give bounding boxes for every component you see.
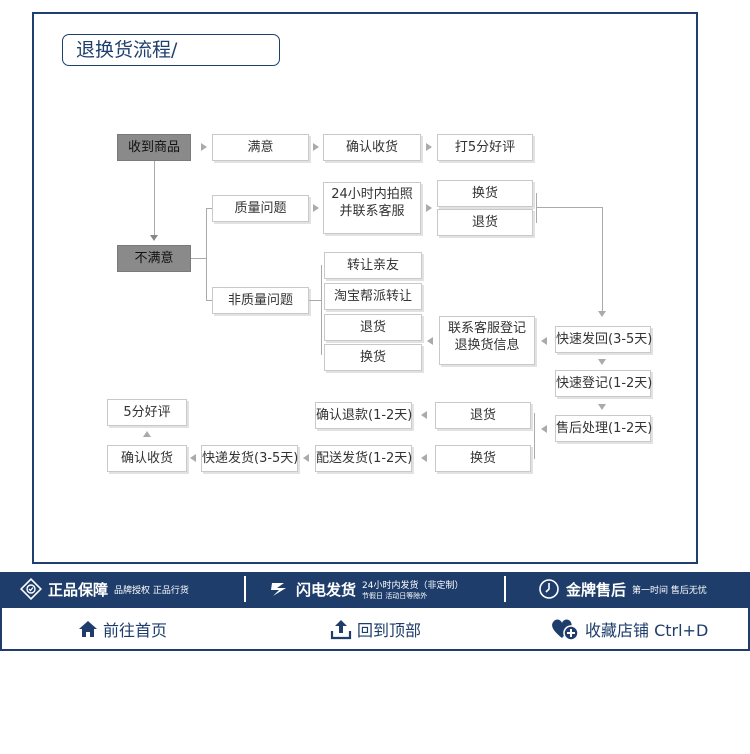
- guarantee-item-aftersale: 金牌售后 第一时间 售后无忧: [538, 572, 707, 606]
- photo-contact-line1: 24小时内拍照: [331, 187, 413, 202]
- connector: [191, 258, 207, 259]
- photo-contact-line2: 并联系客服: [339, 204, 405, 219]
- nav-home-link[interactable]: 前往首页: [78, 608, 167, 649]
- nav-favorite-link[interactable]: 收藏店铺 Ctrl+D: [550, 608, 708, 649]
- connector: [206, 300, 212, 301]
- bar-divider: [244, 576, 246, 602]
- lightning-icon: [271, 583, 286, 596]
- guarantee-item-shipping: 闪电发货 24小时内发货（非定制） 节假日 活动日等除外: [268, 572, 463, 606]
- arrow-right: [313, 143, 319, 151]
- bar-divider: [504, 576, 506, 602]
- connector: [534, 413, 535, 459]
- confirm-refund-box: 确认退款(1-2天): [315, 402, 412, 429]
- guarantee-sub-shipping-line1: 24小时内发货（非定制）: [362, 580, 464, 591]
- nav-top-link[interactable]: 回到顶部: [330, 608, 421, 649]
- connector: [536, 207, 603, 208]
- connector: [309, 300, 321, 301]
- guarantee-bar: 正品保障 品牌授权 正品行货 闪电发货 24小时内发货（非定制） 节假日 活动日…: [0, 572, 750, 606]
- confirm-receipt-box: 确认收货: [323, 134, 421, 161]
- shield-badge-icon: [20, 578, 42, 600]
- connector: [206, 208, 212, 209]
- nav-top-label: 回到顶部: [357, 620, 422, 640]
- heart-plus-icon: [552, 619, 579, 641]
- taobao-transfer-box: 淘宝帮派转让: [324, 283, 422, 310]
- arrow-left: [421, 411, 427, 419]
- received-box: 收到商品: [117, 134, 191, 161]
- arrow-down: [150, 235, 158, 241]
- return2-box: 退货: [324, 314, 422, 341]
- exchange-box: 换货: [437, 180, 533, 207]
- guarantee-sub-aftersale: 第一时间 售后无忧: [632, 585, 707, 596]
- guarantee-sub-shipping: 24小时内发货（非定制） 节假日 活动日等除外: [362, 578, 463, 601]
- nav-home-label: 前往首页: [103, 620, 168, 640]
- arrow-left: [541, 337, 547, 345]
- quality-issue-box: 质量问题: [212, 195, 309, 222]
- return3-box: 退货: [435, 402, 531, 429]
- satisfied-box: 满意: [212, 134, 309, 161]
- upload-top-icon: [330, 619, 352, 639]
- arrow-left: [421, 454, 427, 462]
- connector: [536, 193, 537, 223]
- page-title: 退换货流程/: [62, 34, 280, 66]
- arrow-right: [426, 204, 432, 212]
- arrow-up: [143, 431, 151, 437]
- guarantee-sub-authentic: 品牌授权 正品行货: [114, 585, 189, 596]
- connector: [154, 161, 155, 236]
- express-ship-box: 快递发货(3-5天): [201, 445, 298, 472]
- exchange3-box: 换货: [435, 445, 531, 472]
- return-box: 退货: [437, 209, 533, 236]
- clock-icon: [539, 579, 559, 599]
- delivery-ship-box: 配送发货(1-2天): [315, 445, 412, 472]
- guarantee-title-authentic: 正品保障: [48, 580, 109, 599]
- photo-contact-box: 24小时内拍照 并联系客服: [323, 182, 421, 234]
- unsatisfied-box: 不满意: [117, 245, 191, 272]
- arrow-left: [427, 337, 433, 345]
- arrow-right: [201, 143, 207, 151]
- five-star-box: 打5分好评: [437, 134, 533, 161]
- arrow-right: [426, 143, 432, 151]
- connector: [206, 208, 207, 300]
- arrow-left: [190, 454, 196, 462]
- after-sale-box: 售后处理(1-2天): [555, 415, 652, 442]
- connector: [602, 207, 603, 312]
- five-star2-box: 5分好评: [107, 399, 187, 426]
- register-line2: 退换货信息: [454, 338, 520, 353]
- transfer-friend-box: 转让亲友: [324, 252, 422, 279]
- connector: [321, 265, 322, 355]
- home-icon: [79, 620, 97, 637]
- bottom-nav: 前往首页 回到顶部 收藏店铺 Ctrl+D: [0, 606, 750, 651]
- arrow-left: [541, 425, 547, 433]
- arrow-right: [313, 204, 319, 212]
- arrow-down: [598, 359, 606, 365]
- guarantee-sub-shipping-line2: 节假日 活动日等除外: [362, 591, 428, 600]
- nav-favorite-label: 收藏店铺 Ctrl+D: [585, 620, 709, 640]
- register-line1: 联系客服登记: [447, 321, 526, 336]
- guarantee-title-shipping: 闪电发货: [296, 580, 357, 599]
- register-box: 联系客服登记 退换货信息: [439, 316, 535, 365]
- quick-register-box: 快速登记(1-2天): [555, 370, 652, 397]
- express-return-box: 快速发回(3-5天): [555, 326, 652, 353]
- guarantee-item-authentic: 正品保障 品牌授权 正品行货: [20, 572, 189, 606]
- exchange2-box: 换货: [324, 344, 422, 371]
- guarantee-title-aftersale: 金牌售后: [566, 580, 627, 599]
- arrow-left: [303, 454, 309, 462]
- non-quality-issue-box: 非质量问题: [212, 287, 309, 314]
- confirm-receipt2-box: 确认收货: [107, 445, 187, 472]
- arrow-down: [598, 404, 606, 410]
- arrow-down: [598, 311, 606, 317]
